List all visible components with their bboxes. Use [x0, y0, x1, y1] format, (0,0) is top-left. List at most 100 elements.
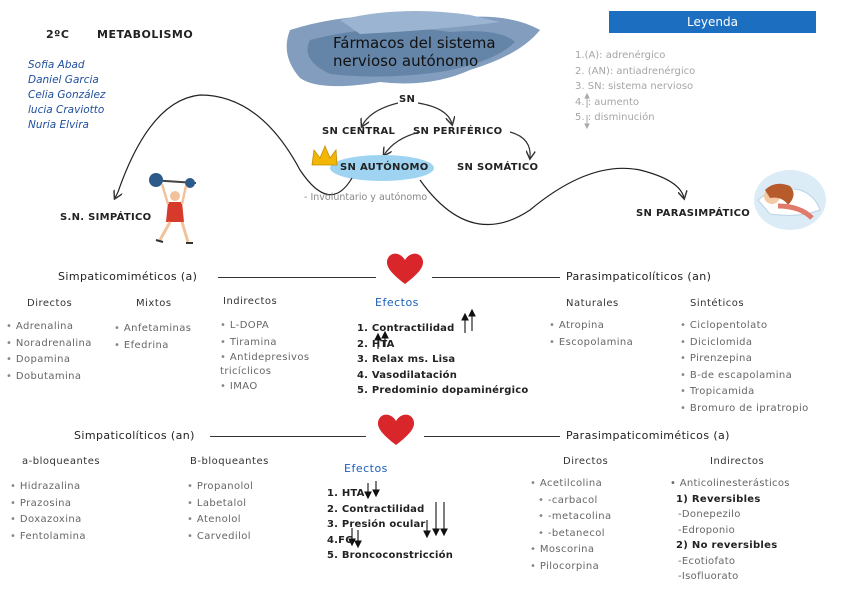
- node-sn-central: SN CENTRAL: [322, 126, 396, 137]
- autonomo-note: - Involuntario y autónomo: [304, 192, 428, 203]
- efectos-list: 1. Contractilidad 2. HTA 3. Relax ms. Li…: [357, 321, 528, 399]
- increase-arrows-row1: [374, 308, 476, 349]
- heart-icon-top: [386, 253, 424, 284]
- indirectos-block: • Anticolinesterásticos 1) Reversibles -…: [670, 476, 790, 585]
- node-sn: SN: [399, 94, 416, 105]
- list-item: 5. Broncoconstricción: [327, 550, 454, 561]
- no-reversibles-title: 2) No reversibles: [676, 540, 778, 551]
- list-item: 3. Relax ms. Lisa: [357, 354, 456, 365]
- legend-item: 2. (AN): antiadrenérgico: [575, 65, 696, 77]
- efectos-title: Efectos: [375, 296, 419, 309]
- beta-bloqueantes-title: B-bloqueantes: [190, 456, 269, 467]
- title-watercolor: [286, 11, 540, 87]
- indirectos-title: Indirectos: [710, 456, 765, 467]
- legend-title: Leyenda: [609, 11, 816, 33]
- list-item: Fentolamina: [10, 529, 86, 546]
- list-item: Bromuro de ipratropio: [680, 401, 809, 418]
- list-item: Tiramina: [220, 335, 330, 352]
- alfa-bloqueantes-title: a-bloqueantes: [22, 456, 101, 467]
- author: lucia Craviotto: [28, 104, 105, 116]
- list-item: Atenolol: [187, 512, 253, 529]
- naturales-list: Atropina Escopolamina: [549, 318, 633, 351]
- efectos-title: Efectos: [344, 462, 388, 475]
- list-item: 4. Vasodilatación: [357, 369, 458, 381]
- list-item: Prazosina: [10, 496, 86, 513]
- decrease-arrows-row2: [348, 481, 448, 549]
- sinteticos-title: Sintéticos: [690, 298, 745, 309]
- list-item: Adrenalina: [6, 319, 92, 336]
- list-item: Efedrina: [114, 338, 191, 355]
- efectos-list: 1. HTA 2. Contractilidad 3. Presión ocul…: [327, 486, 453, 564]
- list-item: Escopolamina: [549, 335, 633, 352]
- list-item: Hidrazalina: [10, 479, 86, 496]
- alfa-bloqueantes-list: Hidrazalina Prazosina Doxazoxina Fentola…: [10, 479, 86, 545]
- indirectos-list: L-DOPA Tiramina Antidepresivos tricíclic…: [220, 318, 330, 396]
- mixtos-list: Anfetaminas Efedrina: [114, 321, 191, 354]
- directos-list: Acetilcolina -carbacol -metacolina -beta…: [530, 476, 611, 575]
- list-item: 2. Contractilidad: [327, 503, 425, 515]
- autonomo-ellipse: [330, 155, 434, 181]
- list-item: 5. Predominio dopaminérgico: [357, 385, 529, 396]
- author: Sofia Abad: [28, 59, 85, 71]
- list-item: -carbacol: [530, 493, 611, 510]
- node-sn-periferico: SN PERIFÉRICO: [413, 126, 503, 137]
- heart-icon-bottom: [377, 414, 415, 445]
- title-line: nervioso autónomo: [333, 52, 479, 70]
- list-item: Noradrenalina: [6, 336, 92, 353]
- list-item: Carvedilol: [187, 529, 253, 546]
- author: Daniel Garcia: [28, 74, 99, 86]
- author: Celia González: [28, 89, 106, 101]
- list-item: 4.FC: [327, 534, 353, 546]
- list-item: -betanecol: [530, 526, 611, 543]
- title-line: Fármacos del sistema: [333, 34, 496, 52]
- parasimpaticomimeticos-title: Parasimpaticomiméticos (a): [566, 429, 730, 442]
- directos-title: Directos: [27, 298, 73, 309]
- list-item: Antidepresivos tricíclicos: [220, 351, 328, 379]
- node-sn-parasimpatico: SN PARASIMPÁTICO: [636, 208, 751, 219]
- list-item: -Edroponio: [678, 524, 735, 536]
- list-item: Anfetaminas: [114, 321, 191, 338]
- simpaticoliticos-title: Simpaticolíticos (an): [74, 429, 195, 442]
- list-item: Propanolol: [187, 479, 253, 496]
- list-item: -metacolina: [530, 509, 611, 526]
- list-item: L-DOPA: [220, 318, 330, 335]
- beta-bloqueantes-list: Propanolol Labetalol Atenolol Carvedilol: [187, 479, 253, 545]
- list-item: Dobutamina: [6, 369, 92, 386]
- list-item: -Donepezilo: [678, 509, 741, 520]
- directos-list: Adrenalina Noradrenalina Dopamina Dobuta…: [6, 319, 92, 385]
- subject-label: METABOLISMO: [97, 28, 194, 41]
- legend-arrow-marks: [584, 92, 590, 130]
- anticolinesterasicos-label: • Anticolinesterásticos: [670, 478, 790, 489]
- list-item: Dopamina: [6, 352, 92, 369]
- simpaticomimeticos-title: Simpaticomiméticos (a): [58, 270, 198, 283]
- list-item: Pilocorpina: [530, 559, 611, 576]
- directos-title: Directos: [563, 456, 609, 467]
- list-item: 1. Contractilidad: [357, 323, 455, 334]
- parasimpaticoliticos-title: Parasimpaticolíticos (an): [566, 270, 712, 283]
- list-item: Doxazoxina: [10, 512, 86, 529]
- anticolinesterasicos-text: Anticolinesterásticos: [679, 478, 790, 489]
- crown-icon: [311, 144, 338, 166]
- weightlifter-icon: [149, 173, 197, 244]
- legend-item: 1.(A): adrenérgico: [575, 50, 666, 61]
- legend-list: 1.(A): adrenérgico 2. (AN): antiadrenérg…: [575, 48, 695, 126]
- divider-line: [432, 277, 560, 278]
- divider-line: [424, 436, 560, 437]
- list-item: Ciclopentolato: [680, 318, 809, 335]
- reversibles-title: 1) Reversibles: [676, 493, 761, 505]
- indirectos-title: Indirectos: [223, 296, 278, 307]
- node-sn-somatico: SN SOMÁTICO: [457, 162, 539, 173]
- divider-line: [218, 277, 376, 278]
- list-item: Atropina: [549, 318, 633, 335]
- list-item: Pirenzepina: [680, 351, 809, 368]
- page-title: Fármacos del sistema nervioso autónomo: [333, 34, 496, 70]
- list-item: 1. HTA: [327, 488, 365, 499]
- node-sn-autonomo: SN AUTÓNOMO: [340, 162, 429, 173]
- list-item: B-de escapolamina: [680, 368, 809, 385]
- list-item: Tropicamida: [680, 384, 809, 401]
- legend-item: 5. : disminución: [575, 112, 655, 123]
- divider-line: [210, 436, 366, 437]
- list-item: 2. HTA: [357, 338, 395, 350]
- author: Nuria Elvira: [28, 119, 89, 131]
